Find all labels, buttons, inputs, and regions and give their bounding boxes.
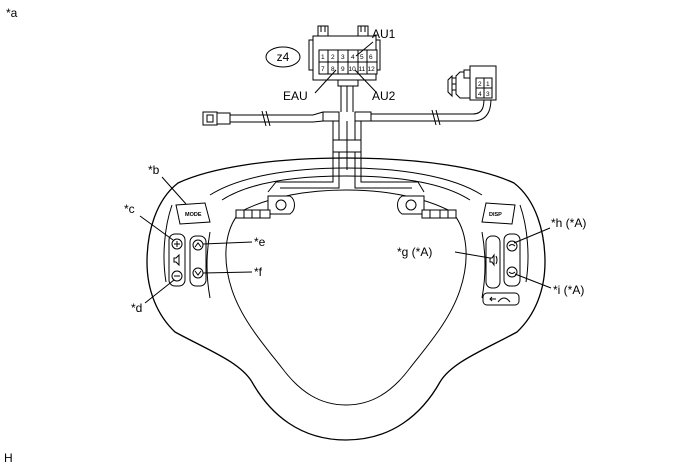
callout-i: *i (*A) xyxy=(553,283,584,297)
speaker-icon xyxy=(173,253,180,267)
terminal-eau-leader xyxy=(314,69,337,94)
pin-2: 2 xyxy=(331,54,335,61)
pin-5: 5 xyxy=(360,54,364,61)
small-pin-2: 2 xyxy=(478,81,482,88)
small-connector: 2 1 4 3 xyxy=(447,65,497,101)
disp-button[interactable]: DISP xyxy=(481,202,516,225)
small-pin-4: 4 xyxy=(478,91,482,98)
corner-label: *a xyxy=(6,6,18,20)
talk-icon xyxy=(489,253,495,267)
mode-button[interactable]: MODE xyxy=(175,202,211,225)
wire-harness xyxy=(202,86,492,170)
footer-label: H xyxy=(4,451,13,465)
callout-f-leader xyxy=(202,271,253,274)
mode-button-label: MODE xyxy=(185,212,202,218)
pin-6: 6 xyxy=(369,54,373,61)
phone-on-hook-icon[interactable] xyxy=(506,240,518,252)
pin-4: 4 xyxy=(351,54,355,61)
callout-g: *g (*A) xyxy=(397,245,432,259)
callout-h-leader xyxy=(513,227,551,244)
pin-3: 3 xyxy=(341,54,345,61)
connector-id: z4 xyxy=(277,50,290,64)
main-connector: 1 2 3 4 5 6 7 8 9 10 11 12 xyxy=(308,25,381,87)
terminal-au1-label: AU1 xyxy=(372,27,396,41)
pin-11: 11 xyxy=(359,66,366,73)
callout-h: *h (*A) xyxy=(551,216,586,230)
pin-8: 8 xyxy=(331,66,335,73)
callout-e: *e xyxy=(254,235,266,249)
pin-9: 9 xyxy=(341,66,345,73)
phone-off-hook-icon[interactable] xyxy=(506,266,518,278)
callout-e-leader xyxy=(202,241,253,245)
seek-up-icon[interactable] xyxy=(192,239,204,251)
seek-switch[interactable] xyxy=(189,235,207,287)
callout-d-leader xyxy=(144,279,175,304)
pad-outer-outline xyxy=(146,157,546,441)
telephone-switch[interactable] xyxy=(503,233,521,287)
volume-switch[interactable] xyxy=(168,233,186,287)
callout-b-leader xyxy=(161,176,187,205)
small-pin-3: 3 xyxy=(486,91,490,98)
pad-inner-hub xyxy=(225,189,467,406)
callout-c-leader xyxy=(139,215,174,241)
terminal-au2-leader xyxy=(354,69,377,93)
terminal-au1-leader xyxy=(355,41,374,57)
pin-12: 12 xyxy=(368,66,376,73)
pin-7: 7 xyxy=(321,66,325,73)
pin-10: 10 xyxy=(349,66,357,73)
return-button[interactable] xyxy=(482,292,520,306)
callout-g-leader xyxy=(454,251,491,259)
seek-down-icon[interactable] xyxy=(192,267,204,279)
disp-button-label: DISP xyxy=(489,212,502,218)
callout-i-leader xyxy=(514,273,552,289)
small-pin-1: 1 xyxy=(486,81,490,88)
callout-b: *b xyxy=(148,163,160,177)
talk-switch[interactable] xyxy=(485,235,501,289)
pin-1: 1 xyxy=(321,54,325,61)
return-icon xyxy=(489,296,511,303)
connector-id-ellipse xyxy=(265,46,301,68)
callout-c: *c xyxy=(124,202,135,216)
terminal-au2-label: AU2 xyxy=(372,89,396,103)
callout-d: *d xyxy=(131,301,142,315)
callout-f: *f xyxy=(254,265,263,279)
steering-pad xyxy=(146,157,546,441)
terminal-eau-label: EAU xyxy=(283,89,308,103)
